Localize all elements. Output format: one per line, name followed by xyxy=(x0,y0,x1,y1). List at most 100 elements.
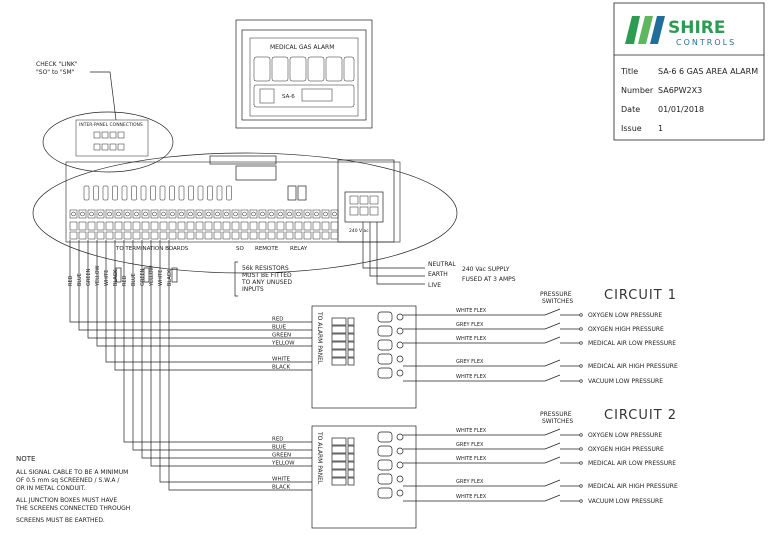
junction-box xyxy=(311,425,417,529)
output-label: OXYGEN LOW PRESSURE xyxy=(588,432,662,439)
circuit-title: CIRCUIT 1 xyxy=(604,288,677,303)
wire-color-label: BLUE xyxy=(131,273,137,286)
note-line-6: SCREENS MUST BE EARTHED. xyxy=(16,517,105,524)
terminal-block xyxy=(222,221,231,231)
terminal-screw-head xyxy=(188,211,193,217)
terminal-label-cell xyxy=(231,231,240,240)
cable-gland xyxy=(396,447,404,455)
terminal-screw-head xyxy=(323,211,328,217)
date-value: 01/01/2018 xyxy=(658,105,704,114)
pressure-switch-contact xyxy=(544,479,561,487)
pcb-component xyxy=(169,185,175,201)
wire-color-label: GREEN xyxy=(140,268,146,286)
terminal-label-cell xyxy=(249,231,258,240)
terminal-screw-head xyxy=(332,211,337,217)
wire-label: WHITE xyxy=(272,357,291,363)
box-terminal xyxy=(331,437,347,446)
terminal-screw xyxy=(159,209,168,219)
terminal-screw xyxy=(150,209,159,219)
output-terminal xyxy=(579,447,583,451)
pcb-component xyxy=(131,185,137,201)
terminal-screw-head xyxy=(125,211,130,217)
box-terminal-cap xyxy=(347,325,355,334)
inter-panel-label: INTER-PANEL CONNECTIONS xyxy=(79,122,143,128)
terminal-block xyxy=(195,221,204,231)
terminal-label-cell xyxy=(69,231,78,240)
check-link-callout: CHECK "LINK" "SO" to "SM" xyxy=(36,61,117,121)
terminal-label-cell xyxy=(186,231,195,240)
terminal-label-cell xyxy=(312,231,321,240)
output-label: OXYGEN LOW PRESSURE xyxy=(588,312,662,319)
terminal-label-cell xyxy=(285,231,294,240)
output-terminal xyxy=(579,461,583,465)
pcb-component xyxy=(140,185,147,201)
terminal-screw xyxy=(204,209,213,219)
terminal-screw-head xyxy=(242,211,247,217)
pressure-switch-contact xyxy=(544,494,561,502)
flex-label: WHITE FLEX xyxy=(456,336,487,342)
cable-wire xyxy=(150,240,312,467)
neutral-label: NEUTRAL xyxy=(428,261,456,268)
output-terminal xyxy=(579,341,583,345)
terminal-label-cell xyxy=(204,231,213,240)
output-label: MEDICAL AIR LOW PRESSURE xyxy=(588,340,676,347)
terminal-label-cell xyxy=(267,231,276,240)
output-label: MEDICAL AIR LOW PRESSURE xyxy=(588,460,676,467)
terminal-screw xyxy=(114,209,123,219)
live-label: LIVE xyxy=(428,282,441,289)
box-terminal xyxy=(331,453,347,462)
flex-label: GREY FLEX xyxy=(456,322,484,328)
terminal-screw-head xyxy=(98,211,103,217)
terminal-block xyxy=(213,221,222,231)
terminal-block xyxy=(69,221,78,231)
terminal-block xyxy=(78,221,87,231)
remote-label: REMOTE xyxy=(255,246,279,252)
switch-contact xyxy=(377,431,393,443)
terminal-label-cell xyxy=(213,231,222,240)
resistor-note: 56k RESISTORS MUST BE FITTED TO ANY UNUS… xyxy=(234,261,292,297)
terminal-block xyxy=(87,221,96,231)
wire-label: BLACK xyxy=(272,485,290,491)
terminal-screw-head xyxy=(251,211,256,217)
cable-gland xyxy=(396,461,404,469)
terminal-screw xyxy=(321,209,330,219)
terminal-block xyxy=(150,221,159,231)
terminal-block xyxy=(177,221,186,231)
switch-contact xyxy=(377,311,393,323)
switch-contact xyxy=(377,473,393,485)
terminal-block xyxy=(141,221,150,231)
terminal-label-cell xyxy=(195,231,204,240)
box-terminal-cap xyxy=(347,357,355,366)
terminal-screw-head xyxy=(224,211,229,217)
cable-wire xyxy=(168,240,312,491)
terminal-block xyxy=(249,221,258,231)
terminal-block xyxy=(132,221,141,231)
terminal-screw-head xyxy=(260,211,265,217)
circuit-2: TO ALARM PANELREDBLUEGREENYELLOWWHITEBLA… xyxy=(271,408,678,529)
switch-contact xyxy=(377,339,393,351)
resistor xyxy=(171,267,178,283)
terminal-block xyxy=(114,221,123,231)
terminal-screw-head xyxy=(296,211,301,217)
note-line-3: OR IN METAL CONDUIT. xyxy=(16,485,86,492)
box-terminal-cap xyxy=(347,317,355,326)
terminal-screw-head xyxy=(107,211,112,217)
junction-box-label: TO ALARM PANEL xyxy=(316,431,323,485)
terminal-screw xyxy=(303,209,312,219)
junction-box xyxy=(311,305,417,409)
cable-wire xyxy=(105,240,312,363)
pcb-component xyxy=(83,185,90,201)
terminal-screw-head xyxy=(233,211,238,217)
supply-fuse-label: FUSED AT 3 AMPS xyxy=(462,276,516,283)
output-label: MEDICAL AIR HIGH PRESSURE xyxy=(588,483,678,490)
wire-label: RED xyxy=(272,437,284,443)
box-terminal-cap xyxy=(347,477,355,486)
terminal-label-cell xyxy=(105,231,114,240)
terminal-label-cell xyxy=(294,231,303,240)
cable-wire xyxy=(123,240,312,443)
vac-label: 240 V ac xyxy=(349,228,369,234)
terminal-screw-head xyxy=(305,211,310,217)
terminal-block xyxy=(231,221,240,231)
cable-wire xyxy=(96,240,312,347)
